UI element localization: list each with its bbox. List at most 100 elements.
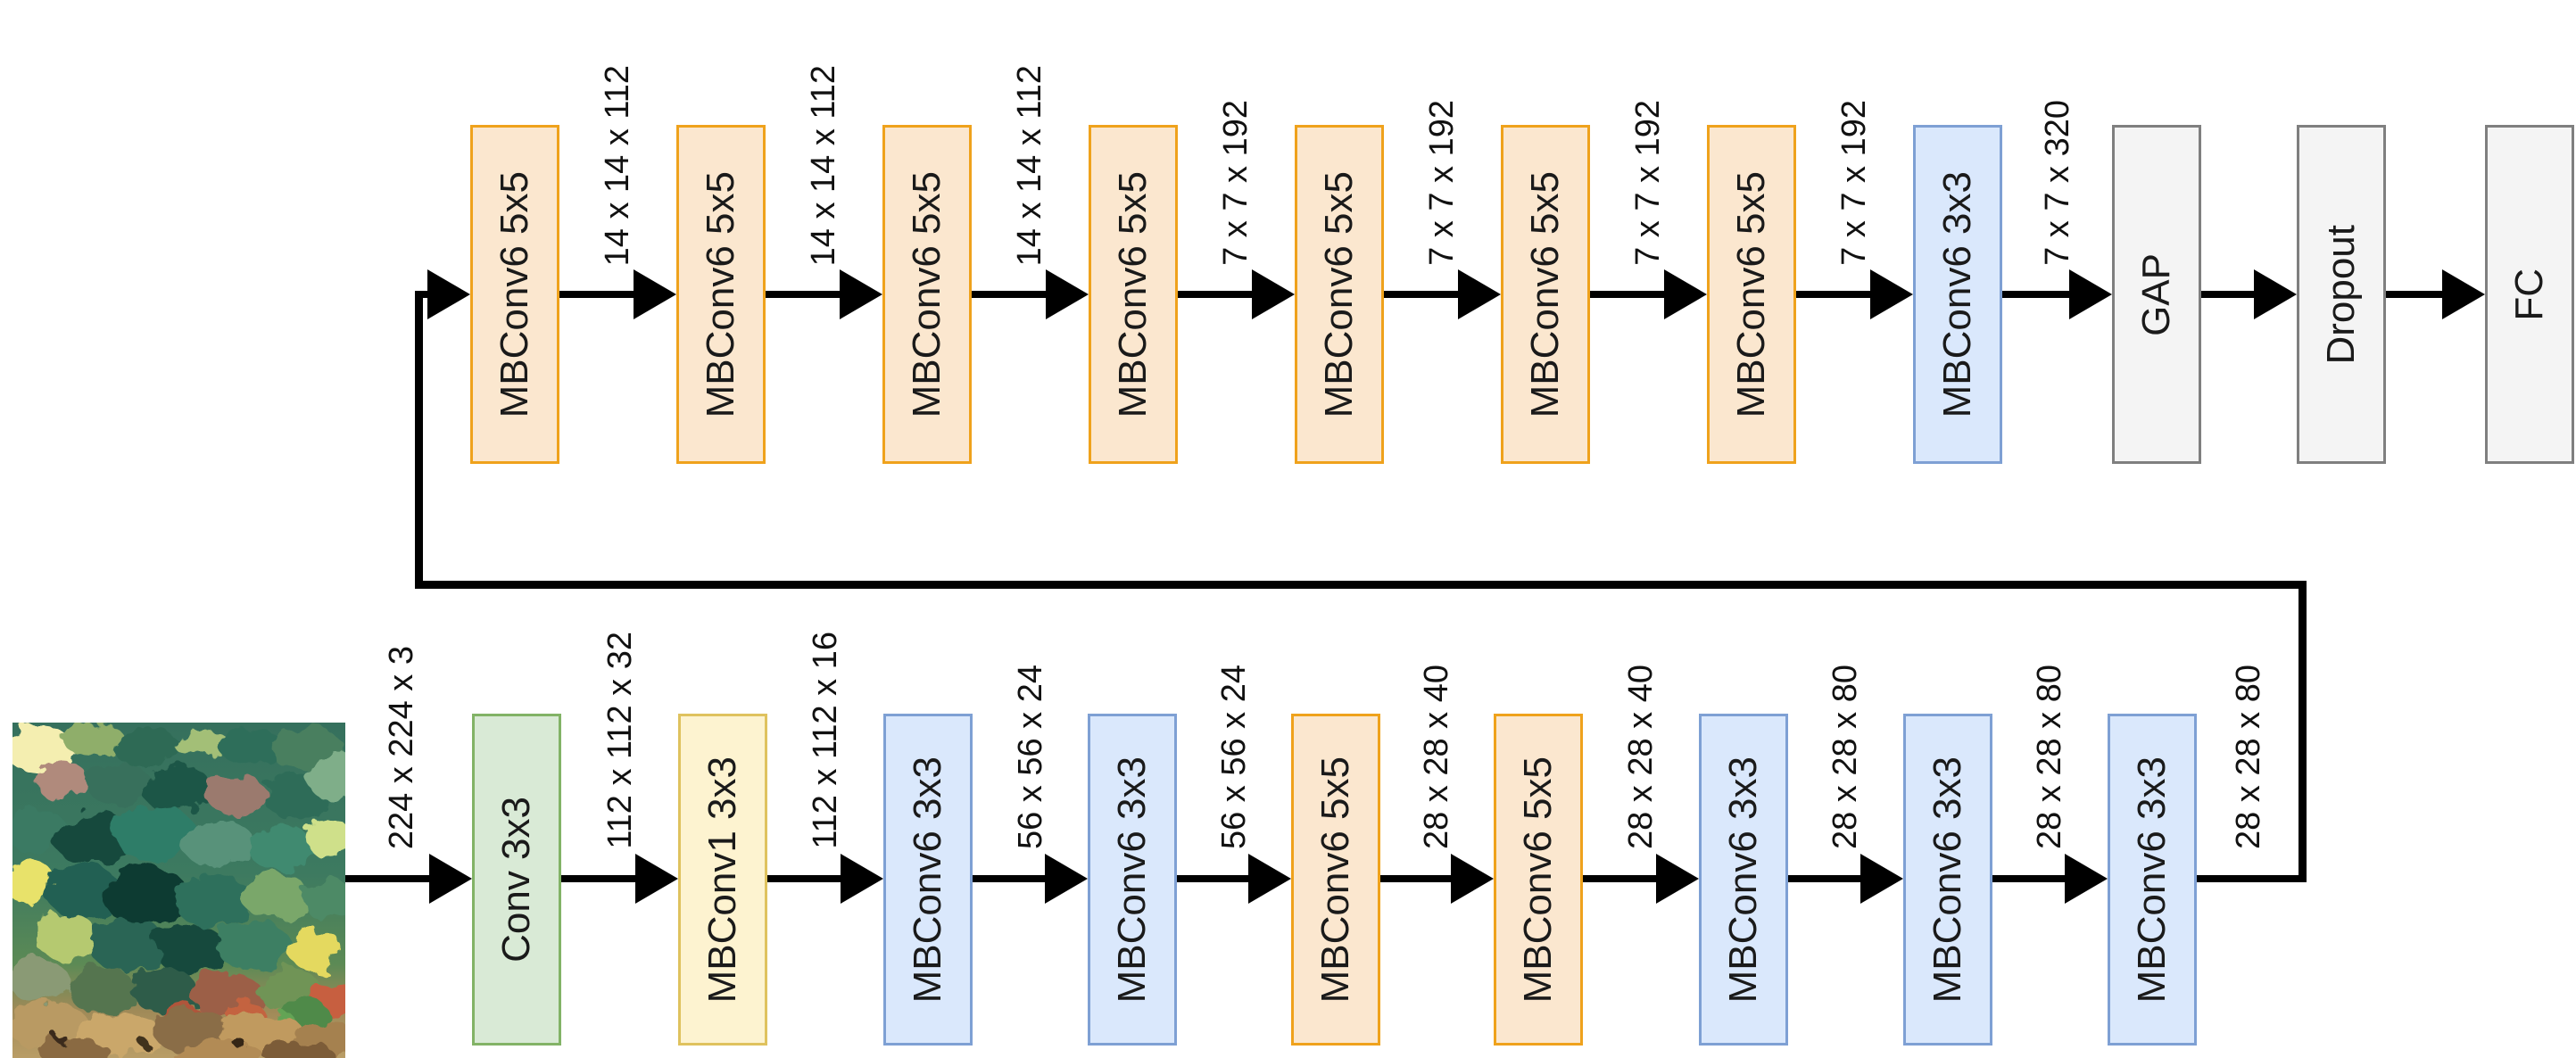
flow-arrow-line bbox=[2201, 291, 2261, 298]
block-label: Conv 3x3 bbox=[494, 797, 538, 963]
flow-arrow-line bbox=[972, 291, 1053, 298]
block-label: MBConv6 5x5 bbox=[1523, 170, 1567, 418]
block-label: MBConv6 3x3 bbox=[1721, 756, 1765, 1004]
block-label: MBConv6 3x3 bbox=[1935, 170, 1979, 418]
dim-label-top-1: 14 x 14 x 112 bbox=[599, 64, 636, 266]
block-label: MBConv6 3x3 bbox=[1926, 756, 1969, 1004]
flow-arrow-line bbox=[2002, 291, 2076, 298]
dim-label-bottom-7: 28 x 28 x 40 bbox=[1622, 664, 1660, 849]
dim-label-bottom-2: 112 x 112 x 32 bbox=[601, 632, 639, 849]
top-block-mbconv6-5x5-2: MBConv6 5x5 bbox=[676, 125, 766, 464]
flow-arrowhead bbox=[1451, 854, 1494, 904]
dim-label-top-4: 7 x 7 x 192 bbox=[1217, 100, 1255, 266]
dim-label-bottom-10: 28 x 28 x 80 bbox=[2230, 664, 2267, 849]
top-block-mbconv6-5x5-5: MBConv6 5x5 bbox=[1295, 125, 1384, 464]
flow-arrowhead bbox=[1656, 854, 1699, 904]
block-label: MBConv6 5x5 bbox=[1313, 756, 1357, 1004]
flow-arrowhead bbox=[2065, 854, 2108, 904]
flow-arrow-line bbox=[419, 291, 435, 298]
block-label: MBConv6 5x5 bbox=[1516, 756, 1560, 1004]
flow-arrowhead bbox=[1458, 269, 1501, 319]
dim-label-bottom-9: 28 x 28 x 80 bbox=[2031, 664, 2068, 849]
flow-arrowhead bbox=[2442, 269, 2485, 319]
dim-label-top-6: 7 x 7 x 192 bbox=[1629, 100, 1667, 266]
block-label: MBConv1 3x3 bbox=[700, 756, 744, 1004]
flow-arrowhead bbox=[635, 854, 678, 904]
flow-arrow-line bbox=[345, 875, 436, 882]
bottom-block-mbconv6-3x3-5: MBConv6 3x3 bbox=[2108, 714, 2197, 1046]
dim-label-top-8: 7 x 7 x 320 bbox=[2039, 100, 2076, 266]
bottom-block-mbconv6-3x3-3: MBConv6 3x3 bbox=[1699, 714, 1788, 1046]
flow-arrowhead bbox=[2069, 269, 2112, 319]
flow-arrowhead bbox=[840, 269, 882, 319]
flow-arrow-line bbox=[1788, 875, 1868, 882]
dim-label-bottom-1: 224 x 224 x 3 bbox=[383, 645, 420, 849]
flow-arrow-line bbox=[1992, 875, 2072, 882]
top-block-mbconv6-3x3: MBConv6 3x3 bbox=[1913, 125, 2002, 464]
top-block-mbconv6-5x5-6: MBConv6 5x5 bbox=[1501, 125, 1590, 464]
dim-label-bottom-3: 112 x 112 x 16 bbox=[807, 632, 844, 849]
flow-arrow-line bbox=[767, 875, 848, 882]
block-label: MBConv6 5x5 bbox=[905, 170, 948, 418]
flow-arrow-line bbox=[561, 875, 642, 882]
flow-arrow-line bbox=[1384, 291, 1465, 298]
top-block-mbconv6-5x5-7: MBConv6 5x5 bbox=[1707, 125, 1796, 464]
dim-label-bottom-4: 56 x 56 x 24 bbox=[1012, 664, 1049, 849]
flow-arrowhead bbox=[1045, 854, 1088, 904]
top-block-mbconv6-5x5-4: MBConv6 5x5 bbox=[1089, 125, 1178, 464]
bottom-block-mbconv6-5x5-1: MBConv6 5x5 bbox=[1291, 714, 1380, 1046]
flow-arrow-line bbox=[1583, 875, 1663, 882]
block-label: GAP bbox=[2134, 252, 2178, 336]
bottom-block-mbconv1-3x3: MBConv1 3x3 bbox=[678, 714, 767, 1046]
block-label: MBConv6 5x5 bbox=[493, 170, 536, 418]
flow-arrowhead bbox=[429, 854, 472, 904]
flow-arrowhead bbox=[1252, 269, 1295, 319]
bottom-block-mbconv6-5x5-2: MBConv6 5x5 bbox=[1494, 714, 1583, 1046]
flow-arrowhead bbox=[841, 854, 883, 904]
fc-block: FC bbox=[2485, 125, 2574, 464]
dim-label-bottom-5: 56 x 56 x 24 bbox=[1215, 664, 1253, 849]
connector-line bbox=[415, 581, 2307, 589]
flow-arrow-line bbox=[973, 875, 1052, 882]
bottom-block-mbconv6-3x3-1: MBConv6 3x3 bbox=[883, 714, 973, 1046]
flow-arrow-line bbox=[1796, 291, 1877, 298]
flow-arrow-line bbox=[1178, 291, 1259, 298]
bottom-block-conv-3x3: Conv 3x3 bbox=[472, 714, 561, 1046]
gap-block: GAP bbox=[2112, 125, 2201, 464]
block-label: MBConv6 5x5 bbox=[1317, 170, 1361, 418]
dim-label-bottom-6: 28 x 28 x 40 bbox=[1418, 664, 1455, 849]
block-label: MBConv6 3x3 bbox=[906, 756, 949, 1004]
block-label: MBConv6 5x5 bbox=[1729, 170, 1773, 418]
block-label: MBConv6 3x3 bbox=[1110, 756, 1154, 1004]
block-label: MBConv6 3x3 bbox=[2130, 756, 2174, 1004]
dropout-block: Dropout bbox=[2297, 125, 2386, 464]
connector-line bbox=[415, 291, 423, 589]
dim-label-bottom-8: 28 x 28 x 80 bbox=[1826, 664, 1864, 849]
dim-label-top-2: 14 x 14 x 112 bbox=[805, 64, 842, 266]
block-label: MBConv6 5x5 bbox=[1111, 170, 1155, 418]
bottom-block-mbconv6-3x3-2: MBConv6 3x3 bbox=[1088, 714, 1177, 1046]
top-block-mbconv6-5x5-1: MBConv6 5x5 bbox=[470, 125, 559, 464]
flow-arrowhead bbox=[1870, 269, 1913, 319]
dim-label-top-5: 7 x 7 x 192 bbox=[1423, 100, 1461, 266]
connector-line bbox=[2197, 875, 2307, 882]
flow-arrow-line bbox=[2386, 291, 2449, 298]
flow-arrow-line bbox=[559, 291, 641, 298]
flow-arrow-line bbox=[1177, 875, 1255, 882]
flow-arrow-line bbox=[766, 291, 847, 298]
dim-label-top-3: 14 x 14 x 112 bbox=[1011, 64, 1048, 266]
top-block-mbconv6-5x5-3: MBConv6 5x5 bbox=[882, 125, 972, 464]
dim-label-top-7: 7 x 7 x 192 bbox=[1835, 100, 1873, 266]
input-image-grapevine-photo bbox=[12, 723, 345, 1058]
flow-arrowhead bbox=[634, 269, 676, 319]
block-label: FC bbox=[2507, 268, 2551, 321]
bottom-block-mbconv6-3x3-4: MBConv6 3x3 bbox=[1903, 714, 1992, 1046]
block-label: Dropout bbox=[2319, 224, 2363, 365]
flow-arrowhead bbox=[1046, 269, 1089, 319]
flow-arrowhead bbox=[1248, 854, 1291, 904]
block-label: MBConv6 5x5 bbox=[699, 170, 742, 418]
flow-arrowhead bbox=[2254, 269, 2297, 319]
flow-arrow-line bbox=[1380, 875, 1458, 882]
flow-arrowhead bbox=[427, 269, 470, 319]
